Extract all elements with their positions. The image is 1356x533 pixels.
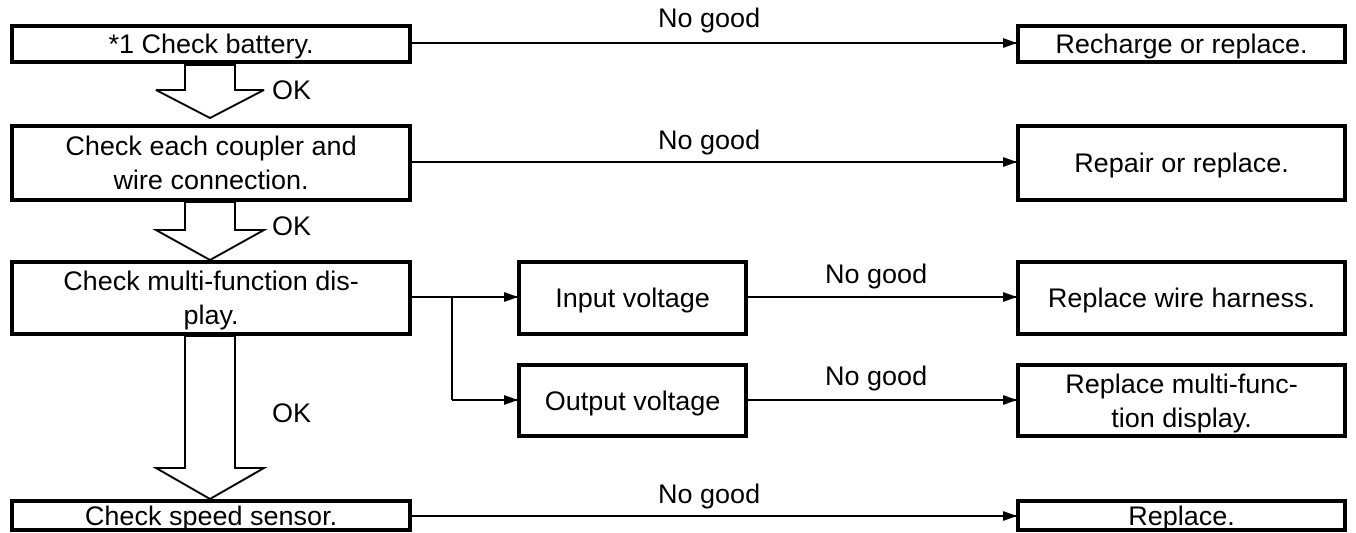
- replace-wire-harness-box: Replace wire harness.: [1016, 260, 1347, 336]
- no-good-label-5: No good: [658, 479, 761, 509]
- ok-arrow-2: [152, 201, 268, 262]
- no-good-label-4: No good: [825, 361, 928, 391]
- no-good-label-2: No good: [658, 125, 761, 155]
- input-voltage-box: Input voltage: [517, 260, 748, 336]
- ok-label-1: OK: [272, 75, 312, 105]
- check-speed-sensor-box: Check speed sensor.: [10, 499, 412, 532]
- replace-display-box: Replace multi-func- tion display.: [1016, 363, 1347, 438]
- replace-box: Replace.: [1016, 499, 1347, 532]
- repair-or-replace-box: Repair or replace.: [1016, 124, 1347, 202]
- no-good-label-1: No good: [658, 3, 761, 33]
- check-display-box: Check multi-function dis- play.: [10, 260, 412, 336]
- ok-label-3: OK: [272, 398, 312, 428]
- check-battery-box: *1 Check battery.: [10, 24, 412, 64]
- check-coupler-box: Check each coupler and wire connection.: [10, 124, 412, 202]
- ok-arrow-3: [152, 335, 268, 501]
- ok-arrow-1: [155, 64, 265, 120]
- output-voltage-box: Output voltage: [517, 363, 748, 438]
- ok-label-2: OK: [272, 211, 312, 241]
- no-good-label-3: No good: [825, 259, 928, 289]
- recharge-or-replace-box: Recharge or replace.: [1016, 24, 1347, 64]
- connector-display-branch: [412, 296, 453, 400]
